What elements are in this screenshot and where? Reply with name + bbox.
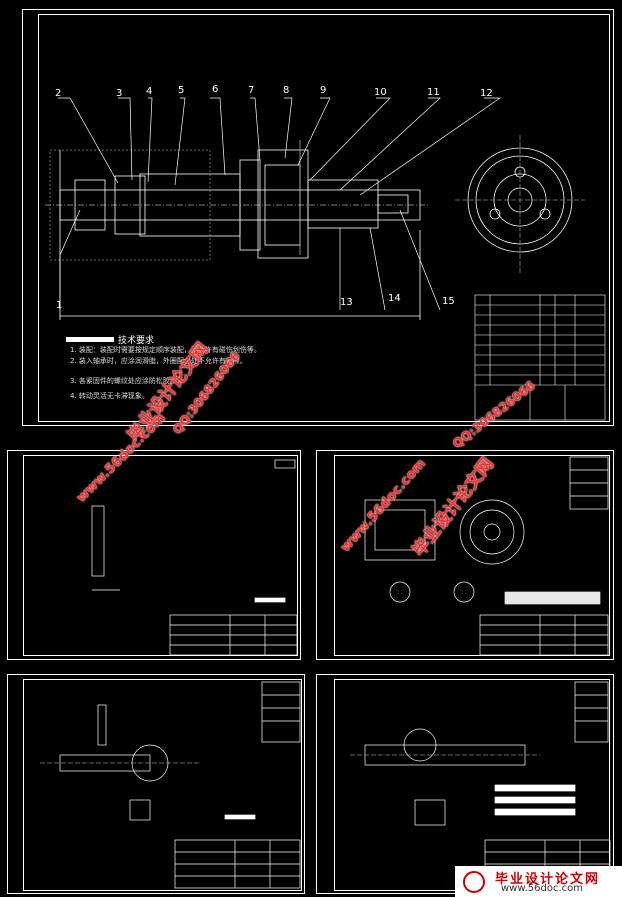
callout-5: 5	[178, 85, 185, 96]
tech-title: 技术要求	[118, 336, 155, 346]
tech-line-2: 2. 装入轴承时，应涂润滑脂，外圈配合处不允许有间隙。	[70, 357, 247, 365]
callout-leaders	[58, 97, 502, 311]
callout-7: 7	[248, 85, 255, 96]
tech-line-3: 3. 各紧固件的螺纹处应涂防松胶。	[70, 377, 177, 385]
callout-8: 8	[283, 85, 290, 96]
callout-11: 11	[427, 87, 440, 98]
callout-9: 9	[320, 85, 327, 96]
main-assembly-sheet	[22, 9, 614, 426]
footer-logo-icon	[463, 871, 485, 893]
callout-3: 3	[116, 88, 123, 99]
tech-title-bar	[66, 337, 114, 342]
callout-2: 2	[55, 88, 62, 99]
callout-6: 6	[212, 84, 219, 95]
callout-1: 1	[56, 300, 63, 311]
end-view-disc	[455, 135, 585, 275]
part-1-geometry	[91, 459, 298, 656]
callout-12: 12	[480, 88, 493, 99]
main-assembly-border	[38, 14, 610, 422]
part-sheet-3	[7, 674, 305, 894]
part-sheet-2	[316, 450, 614, 660]
part-sheet-1	[7, 450, 301, 660]
part-sheet-3-border	[23, 679, 302, 891]
part-4-geometry	[350, 681, 611, 889]
footer-site-text: www.56doc.com	[501, 883, 584, 894]
callout-10: 10	[374, 87, 387, 98]
main-title-block	[474, 294, 606, 421]
tech-line-4: 4. 转动灵活无卡滞现象。	[70, 392, 149, 400]
callout-14: 14	[388, 293, 401, 304]
part-3-geometry	[40, 681, 301, 889]
callout-4: 4	[146, 86, 153, 97]
footer-brand-text: 毕业设计论文网	[495, 872, 601, 887]
callout-15: 15	[442, 296, 455, 307]
shaft-assembly	[45, 140, 430, 320]
part-sheet-1-border	[23, 455, 298, 656]
part-2-geometry	[364, 456, 609, 656]
footer-brand-banner: 毕业设计论文网 www.56doc.com	[455, 866, 622, 897]
tech-line-1: 1. 装配：装配时需要按规定顺序装配，不允许有碰伤划伤等。	[70, 346, 261, 354]
part-sheet-2-border	[334, 455, 610, 656]
callout-13: 13	[340, 297, 353, 308]
